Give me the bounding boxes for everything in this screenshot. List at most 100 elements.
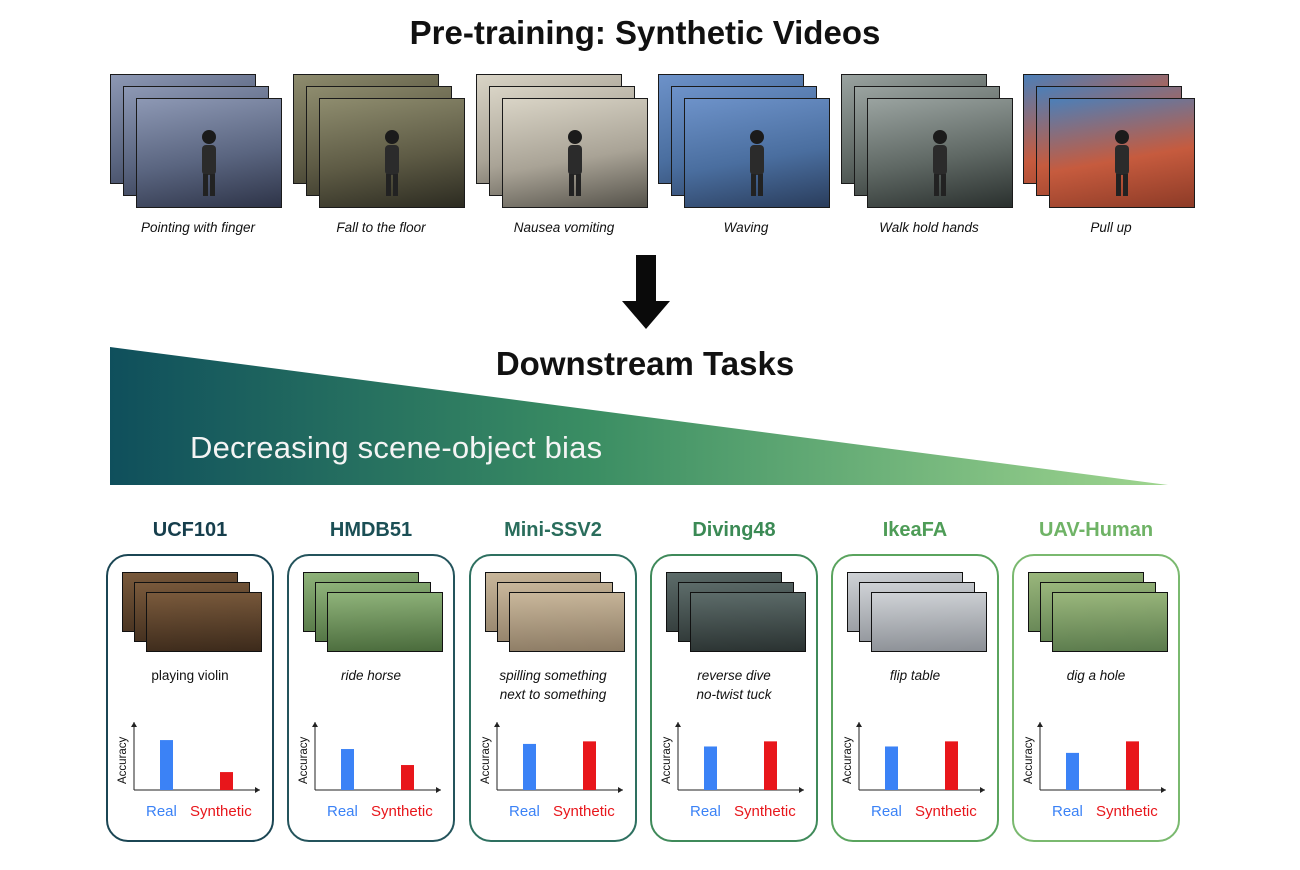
y-axis-label: Accuracy [298, 736, 310, 784]
task-caption: dig a hole [1066, 668, 1126, 683]
video-frame-stack [485, 572, 625, 662]
real-label: Real [871, 803, 902, 820]
y-axis-arrow-icon [131, 722, 137, 727]
task-title: UAV-Human [1038, 519, 1154, 541]
real-label: Real [509, 803, 540, 820]
person-figure-icon [1115, 130, 1129, 196]
synthetic-label: Synthetic [734, 803, 796, 820]
video-frame-stack [1023, 74, 1199, 210]
synthetic-label: Synthetic [915, 803, 977, 820]
y-axis-arrow-icon [1037, 722, 1043, 727]
y-axis-arrow-icon [856, 722, 862, 727]
video-frame-stack [303, 572, 443, 662]
pretraining-caption: Walk hold hands [879, 220, 979, 235]
video-frame-stack [841, 74, 1017, 210]
real-bar [704, 746, 717, 790]
video-frame-stack [122, 572, 262, 662]
video-frame-stack [476, 74, 652, 210]
y-axis-label: Accuracy [480, 736, 492, 784]
video-frame [1049, 98, 1195, 208]
task-title: UCF101 [152, 519, 228, 541]
synthetic-bar [583, 741, 596, 790]
video-frame [319, 98, 465, 208]
synthetic-label: Synthetic [371, 803, 433, 820]
y-axis-arrow-icon [675, 722, 681, 727]
pretraining-item: Waving [658, 74, 834, 235]
video-frame [871, 592, 987, 652]
task-title: Mini-SSV2 [504, 519, 602, 541]
task-caption: playing violin [151, 668, 229, 683]
person-figure-icon [750, 130, 764, 196]
person-figure-icon [933, 130, 947, 196]
video-frame [690, 592, 806, 652]
pretraining-item: Nausea vomiting [476, 74, 652, 235]
real-label: Real [146, 803, 177, 820]
real-bar [1066, 752, 1079, 790]
synthetic-bar [220, 772, 233, 790]
down-arrow-icon [622, 255, 670, 329]
video-frame-stack [110, 74, 286, 210]
task-title: HMDB51 [329, 519, 413, 541]
task-caption: ride horse [340, 668, 402, 683]
synthetic-bar [401, 765, 414, 790]
y-axis-label: Accuracy [117, 736, 129, 784]
accuracy-bar-chart: Accuracy [298, 722, 441, 793]
video-frame [684, 98, 830, 208]
bias-gradient-wedge [110, 347, 1168, 485]
real-label: Real [327, 803, 358, 820]
accuracy-bar-chart: Accuracy [842, 722, 985, 793]
pretraining-caption: Waving [723, 220, 769, 235]
x-axis-arrow-icon [799, 787, 804, 793]
person-figure-icon [568, 130, 582, 196]
accuracy-bar-chart: Accuracy [661, 722, 804, 793]
real-label: Real [690, 803, 721, 820]
y-axis-label: Accuracy [1023, 736, 1035, 784]
person-figure-icon [385, 130, 399, 196]
pretraining-caption: Nausea vomiting [513, 220, 615, 235]
pretraining-item: Fall to the floor [293, 74, 469, 235]
real-bar [885, 746, 898, 790]
video-frame [136, 98, 282, 208]
y-axis-arrow-icon [494, 722, 500, 727]
bias-label: Decreasing scene-object bias [190, 430, 603, 465]
synthetic-bar [945, 741, 958, 790]
y-axis-label: Accuracy [842, 736, 854, 784]
synthetic-label: Synthetic [1096, 803, 1158, 820]
x-axis-arrow-icon [618, 787, 623, 793]
real-bar [160, 740, 173, 790]
task-title: Diving48 [692, 519, 776, 541]
pretraining-caption: Pull up [1090, 220, 1132, 235]
accuracy-bar-chart: Accuracy [1023, 722, 1166, 793]
pretraining-item: Pull up [1023, 74, 1199, 235]
video-frame [867, 98, 1013, 208]
video-frame [327, 592, 443, 652]
video-frame-stack [293, 74, 469, 210]
real-bar [523, 743, 536, 790]
x-axis-arrow-icon [1161, 787, 1166, 793]
x-axis-arrow-icon [436, 787, 441, 793]
pretraining-caption: Pointing with finger [140, 220, 256, 235]
video-frame [1052, 592, 1168, 652]
video-frame [509, 592, 625, 652]
x-axis-arrow-icon [980, 787, 985, 793]
x-axis-arrow-icon [255, 787, 260, 793]
video-frame-stack [666, 572, 806, 662]
pretraining-caption: Fall to the floor [336, 220, 426, 235]
pretraining-item: Pointing with finger [110, 74, 286, 235]
synthetic-label: Synthetic [190, 803, 252, 820]
real-bar [341, 749, 354, 790]
y-axis-arrow-icon [312, 722, 318, 727]
synthetic-bar [764, 741, 777, 790]
accuracy-bar-chart: Accuracy [480, 722, 623, 793]
downstream-title: Downstream Tasks [495, 345, 795, 382]
pretraining-title: Pre-training: Synthetic Videos [409, 14, 881, 51]
accuracy-bar-chart: Accuracy [117, 722, 260, 793]
